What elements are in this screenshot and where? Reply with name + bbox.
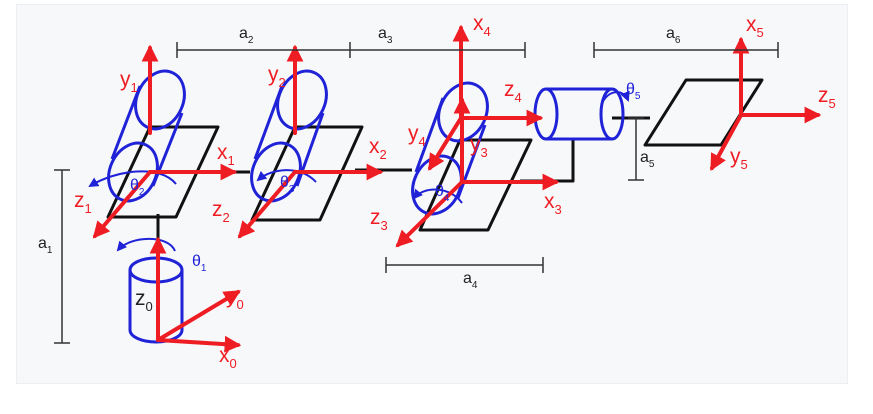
label-a2: a2 <box>239 25 254 46</box>
label-a5: a5 <box>640 149 655 170</box>
label-y0: y0 <box>226 285 244 312</box>
dim-a4 <box>385 257 544 273</box>
plate-joint-3 <box>250 125 364 222</box>
label-z3: z3 <box>370 206 388 233</box>
joint-5-cylinder <box>533 87 625 141</box>
label-z1: z1 <box>74 189 92 216</box>
label-y3: y3 <box>470 133 488 160</box>
label-theta4: θ4 <box>435 183 450 204</box>
label-z4: z4 <box>504 78 522 105</box>
dimension-lines <box>54 42 779 344</box>
theta-labels: θ1 θ2 θ3 θ4 θ5 <box>130 81 641 274</box>
label-theta3: θ3 <box>280 174 295 195</box>
base-axis-label: z0 <box>135 287 153 314</box>
dim-a3 <box>350 42 526 58</box>
label-y4: y4 <box>408 122 426 149</box>
label-x2: x2 <box>369 135 387 162</box>
label-a3: a3 <box>378 25 393 46</box>
joint-4-cylinder <box>411 81 489 216</box>
theta-1-arc <box>116 237 176 252</box>
label-x5: x5 <box>746 13 764 40</box>
label-theta2: θ2 <box>130 177 145 198</box>
dim-a2 <box>176 42 351 58</box>
theta-5-arc <box>601 90 630 104</box>
label-a1: a1 <box>38 235 53 256</box>
coordinate-axes <box>92 24 822 353</box>
diagram-panel <box>16 4 848 384</box>
label-x4: x4 <box>473 12 491 39</box>
axis-z3 <box>395 180 464 248</box>
link-param-labels: a1 a2 a3 a4 a5 a6 <box>38 25 681 291</box>
label-y2: y2 <box>268 63 286 90</box>
label-a6: a6 <box>666 25 681 46</box>
label-y5: y5 <box>730 145 748 172</box>
label-x1: x1 <box>217 141 235 168</box>
plate-joint-2 <box>106 125 220 219</box>
label-z2: z2 <box>212 198 230 225</box>
rotation-arcs <box>88 90 630 252</box>
joints <box>107 69 625 344</box>
label-theta5: θ5 <box>626 81 641 102</box>
label-a4: a4 <box>463 270 478 291</box>
theta-3-arc <box>256 169 317 183</box>
axis-y4 <box>428 116 463 171</box>
label-x0: x0 <box>219 344 237 371</box>
axis-labels: x0 y0 y1 x1 z1 y2 x2 z2 y3 x3 z3 x4 z4 y… <box>74 12 836 371</box>
label-theta1: θ1 <box>192 253 207 274</box>
plate-end-effector <box>643 78 764 147</box>
dim-a6 <box>593 42 779 58</box>
label-x3: x3 <box>544 190 562 217</box>
theta-4-arc <box>412 188 463 204</box>
axis-x0 <box>156 335 242 353</box>
label-z0: z0 <box>135 287 153 314</box>
label-z5: z5 <box>818 84 836 111</box>
label-y1: y1 <box>120 68 138 95</box>
axis-z2 <box>237 170 297 239</box>
theta-2-arc <box>88 170 177 188</box>
axis-y0 <box>156 290 241 342</box>
plate-joint-4 <box>418 138 533 232</box>
axis-z1 <box>92 170 152 239</box>
axis-y5 <box>710 113 743 171</box>
dim-a1 <box>54 169 70 344</box>
dim-a5 <box>628 117 644 181</box>
